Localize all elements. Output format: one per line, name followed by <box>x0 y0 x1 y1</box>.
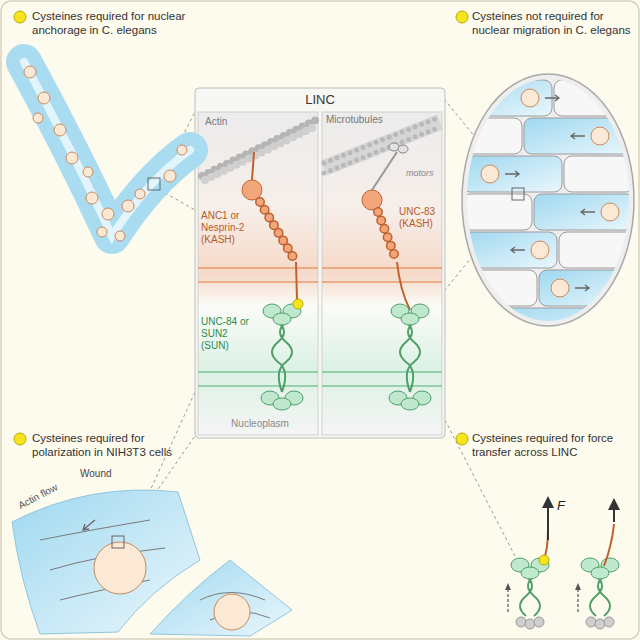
filament-label: Microtubules <box>326 114 396 126</box>
panel-caption: Cysteines required for force transfer ac… <box>472 432 632 460</box>
linc-panel: Microtubules motorsUNC-83 (KASH) <box>322 112 442 435</box>
panel-caption: Cysteines not required for nuclear migra… <box>472 10 632 38</box>
motor-label: motors <box>406 168 440 179</box>
protein-label: ANC1 or Nesprin-2 (KASH) <box>201 210 257 246</box>
panel-caption: Cysteines required for nuclear anchorage… <box>32 10 204 38</box>
force-label: F <box>557 498 565 514</box>
panel-caption: Cysteines required for polarization in N… <box>32 432 204 460</box>
diagram-title: LINC <box>270 92 370 108</box>
linc-panel: ActinANC1 or Nesprin-2 (KASH) UNC-84 or S… <box>198 112 318 435</box>
protein-label: UNC-84 or SUN2 (SUN) <box>201 316 257 352</box>
filament-label: Actin <box>205 116 255 128</box>
region-label: Nucleoplasm <box>216 418 304 430</box>
protein-label: UNC-83 (KASH) <box>399 206 441 230</box>
wound-label: Wound <box>80 468 112 480</box>
